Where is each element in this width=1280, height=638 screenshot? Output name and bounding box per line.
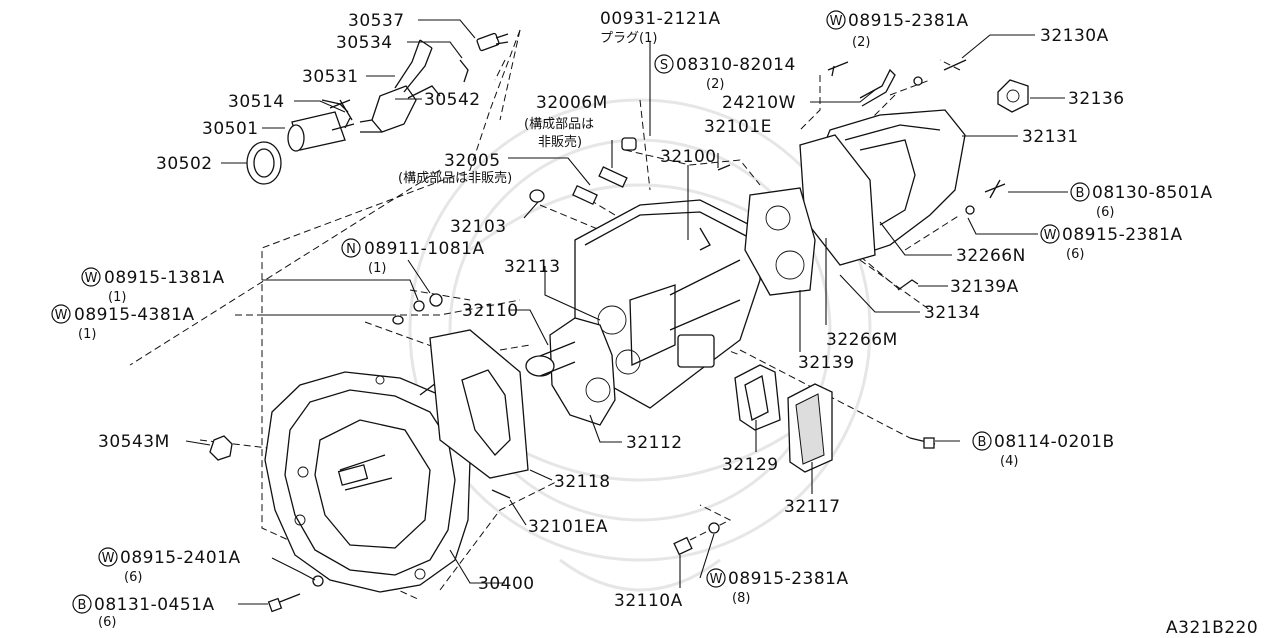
prefix-letter: W <box>710 572 723 587</box>
label-32101EA: 32101EA <box>528 517 608 537</box>
prefix-letter: B <box>78 598 87 613</box>
label-08130-8501A: 08130-8501A <box>1092 183 1213 203</box>
hardware-parts <box>209 59 1029 613</box>
prefix-letter: W <box>830 14 843 29</box>
label-30537: 30537 <box>348 11 405 31</box>
release-bearing-assembly <box>246 32 509 185</box>
label-32134: 32134 <box>924 303 981 323</box>
label-32100: 32100 <box>660 147 717 167</box>
prefix-circle-w <box>81 267 101 287</box>
label-32103: 32103 <box>450 217 507 237</box>
label-32005-note: (構成部品は非販売) <box>398 170 512 186</box>
prefix-circle-b <box>1070 182 1090 202</box>
label-08915-4381A-qty: (1) <box>78 327 96 342</box>
label-32005: 32005 <box>444 151 501 171</box>
label-32113: 32113 <box>504 257 561 277</box>
label-08915-1381A-qty: (1) <box>108 290 126 305</box>
label-32266M: 32266M <box>826 330 898 350</box>
label-30542: 30542 <box>424 90 481 110</box>
label-00931-2121A: 00931-2121A <box>600 9 721 29</box>
label-08915-4381A: 08915-4381A <box>74 305 195 325</box>
prefix-circle-w <box>98 547 118 567</box>
label-08911-1081A: 08911-1081A <box>364 239 485 259</box>
prefix-letter: S <box>660 58 668 73</box>
label-32266N: 32266N <box>956 246 1026 266</box>
label-32118: 32118 <box>554 472 611 492</box>
label-08915-2381A-mid: 08915-2381A <box>1062 225 1183 245</box>
label-32110A: 32110A <box>614 591 683 611</box>
prefix-letter: W <box>55 308 68 323</box>
transmission-case <box>574 199 761 409</box>
label-30531: 30531 <box>302 67 359 87</box>
label-32006M: 32006M <box>536 93 608 113</box>
prefix-letter: N <box>346 242 356 257</box>
inspection-covers <box>734 364 833 473</box>
label-30543M: 30543M <box>98 432 170 452</box>
label-30501: 30501 <box>202 119 259 139</box>
part-labels: 30537 30534 30531 30514 30542 30501 3050… <box>51 9 1258 638</box>
prefix-circle-w <box>826 10 846 30</box>
label-08911-1081A-qty: (1) <box>368 261 386 276</box>
prefix-circle-b <box>972 431 992 451</box>
label-08915-1381A: 08915-1381A <box>104 268 225 288</box>
label-32110: 32110 <box>462 301 519 321</box>
prefix-circle-b <box>72 594 92 614</box>
label-32136: 32136 <box>1068 89 1125 109</box>
label-08130-8501A-qty: (6) <box>1096 205 1114 220</box>
prefix-circle-w <box>1040 224 1060 244</box>
label-32129: 32129 <box>722 455 779 475</box>
label-08915-2381A-top: 08915-2381A <box>848 11 969 31</box>
label-08310-82014-qty: (2) <box>706 77 724 92</box>
label-08114-0201B: 08114-0201B <box>994 432 1115 452</box>
label-08915-2401A: 08915-2401A <box>120 548 241 568</box>
label-32112: 32112 <box>626 433 683 453</box>
label-30534: 30534 <box>336 33 393 53</box>
label-30514: 30514 <box>228 92 285 112</box>
label-32131: 32131 <box>1022 127 1079 147</box>
label-32130A: 32130A <box>1040 26 1109 46</box>
prefix-letter: B <box>978 435 987 450</box>
prefix-letter: W <box>85 271 98 286</box>
label-30502: 30502 <box>156 154 213 174</box>
label-08915-2381A-bottom-qty: (8) <box>732 591 750 606</box>
label-08131-0451A-qty: (6) <box>98 615 116 630</box>
prefix-circle-w <box>706 568 726 588</box>
label-08114-0201B-qty: (4) <box>1000 454 1018 469</box>
leader-lines <box>185 19 1068 605</box>
prefix-circle-w <box>51 304 71 324</box>
label-08131-0451A: 08131-0451A <box>94 595 215 615</box>
label-08915-2381A-bottom: 08915-2381A <box>728 569 849 589</box>
diagram-id: A321B220 <box>1166 618 1258 638</box>
label-32006M-note1: (構成部品は <box>524 117 594 132</box>
label-32117: 32117 <box>784 497 841 517</box>
front-cover <box>525 317 616 426</box>
prefix-letter: W <box>102 551 115 566</box>
label-32139A: 32139A <box>950 277 1019 297</box>
label-24210W: 24210W <box>722 93 796 113</box>
label-32101E: 32101E <box>704 117 772 137</box>
label-08915-2401A-qty: (6) <box>124 570 142 585</box>
label-32006M-note2: 非販売) <box>538 134 582 150</box>
label-32139: 32139 <box>798 353 855 373</box>
label-30400: 30400 <box>478 574 535 594</box>
label-08915-2381A-mid-qty: (6) <box>1066 247 1084 262</box>
prefix-circle-n <box>341 238 361 258</box>
label-08915-2381A-top-qty: (2) <box>852 35 870 50</box>
prefix-circle-s <box>654 54 674 74</box>
label-00931-2121A-note: プラグ(1) <box>600 31 657 46</box>
gasket-plate <box>429 329 529 479</box>
clutch-housing <box>264 371 471 593</box>
prefix-letter: W <box>1044 228 1057 243</box>
label-08310-82014: 08310-82014 <box>676 55 796 75</box>
adapter-plates <box>744 134 876 296</box>
prefix-letter: B <box>1076 186 1085 201</box>
